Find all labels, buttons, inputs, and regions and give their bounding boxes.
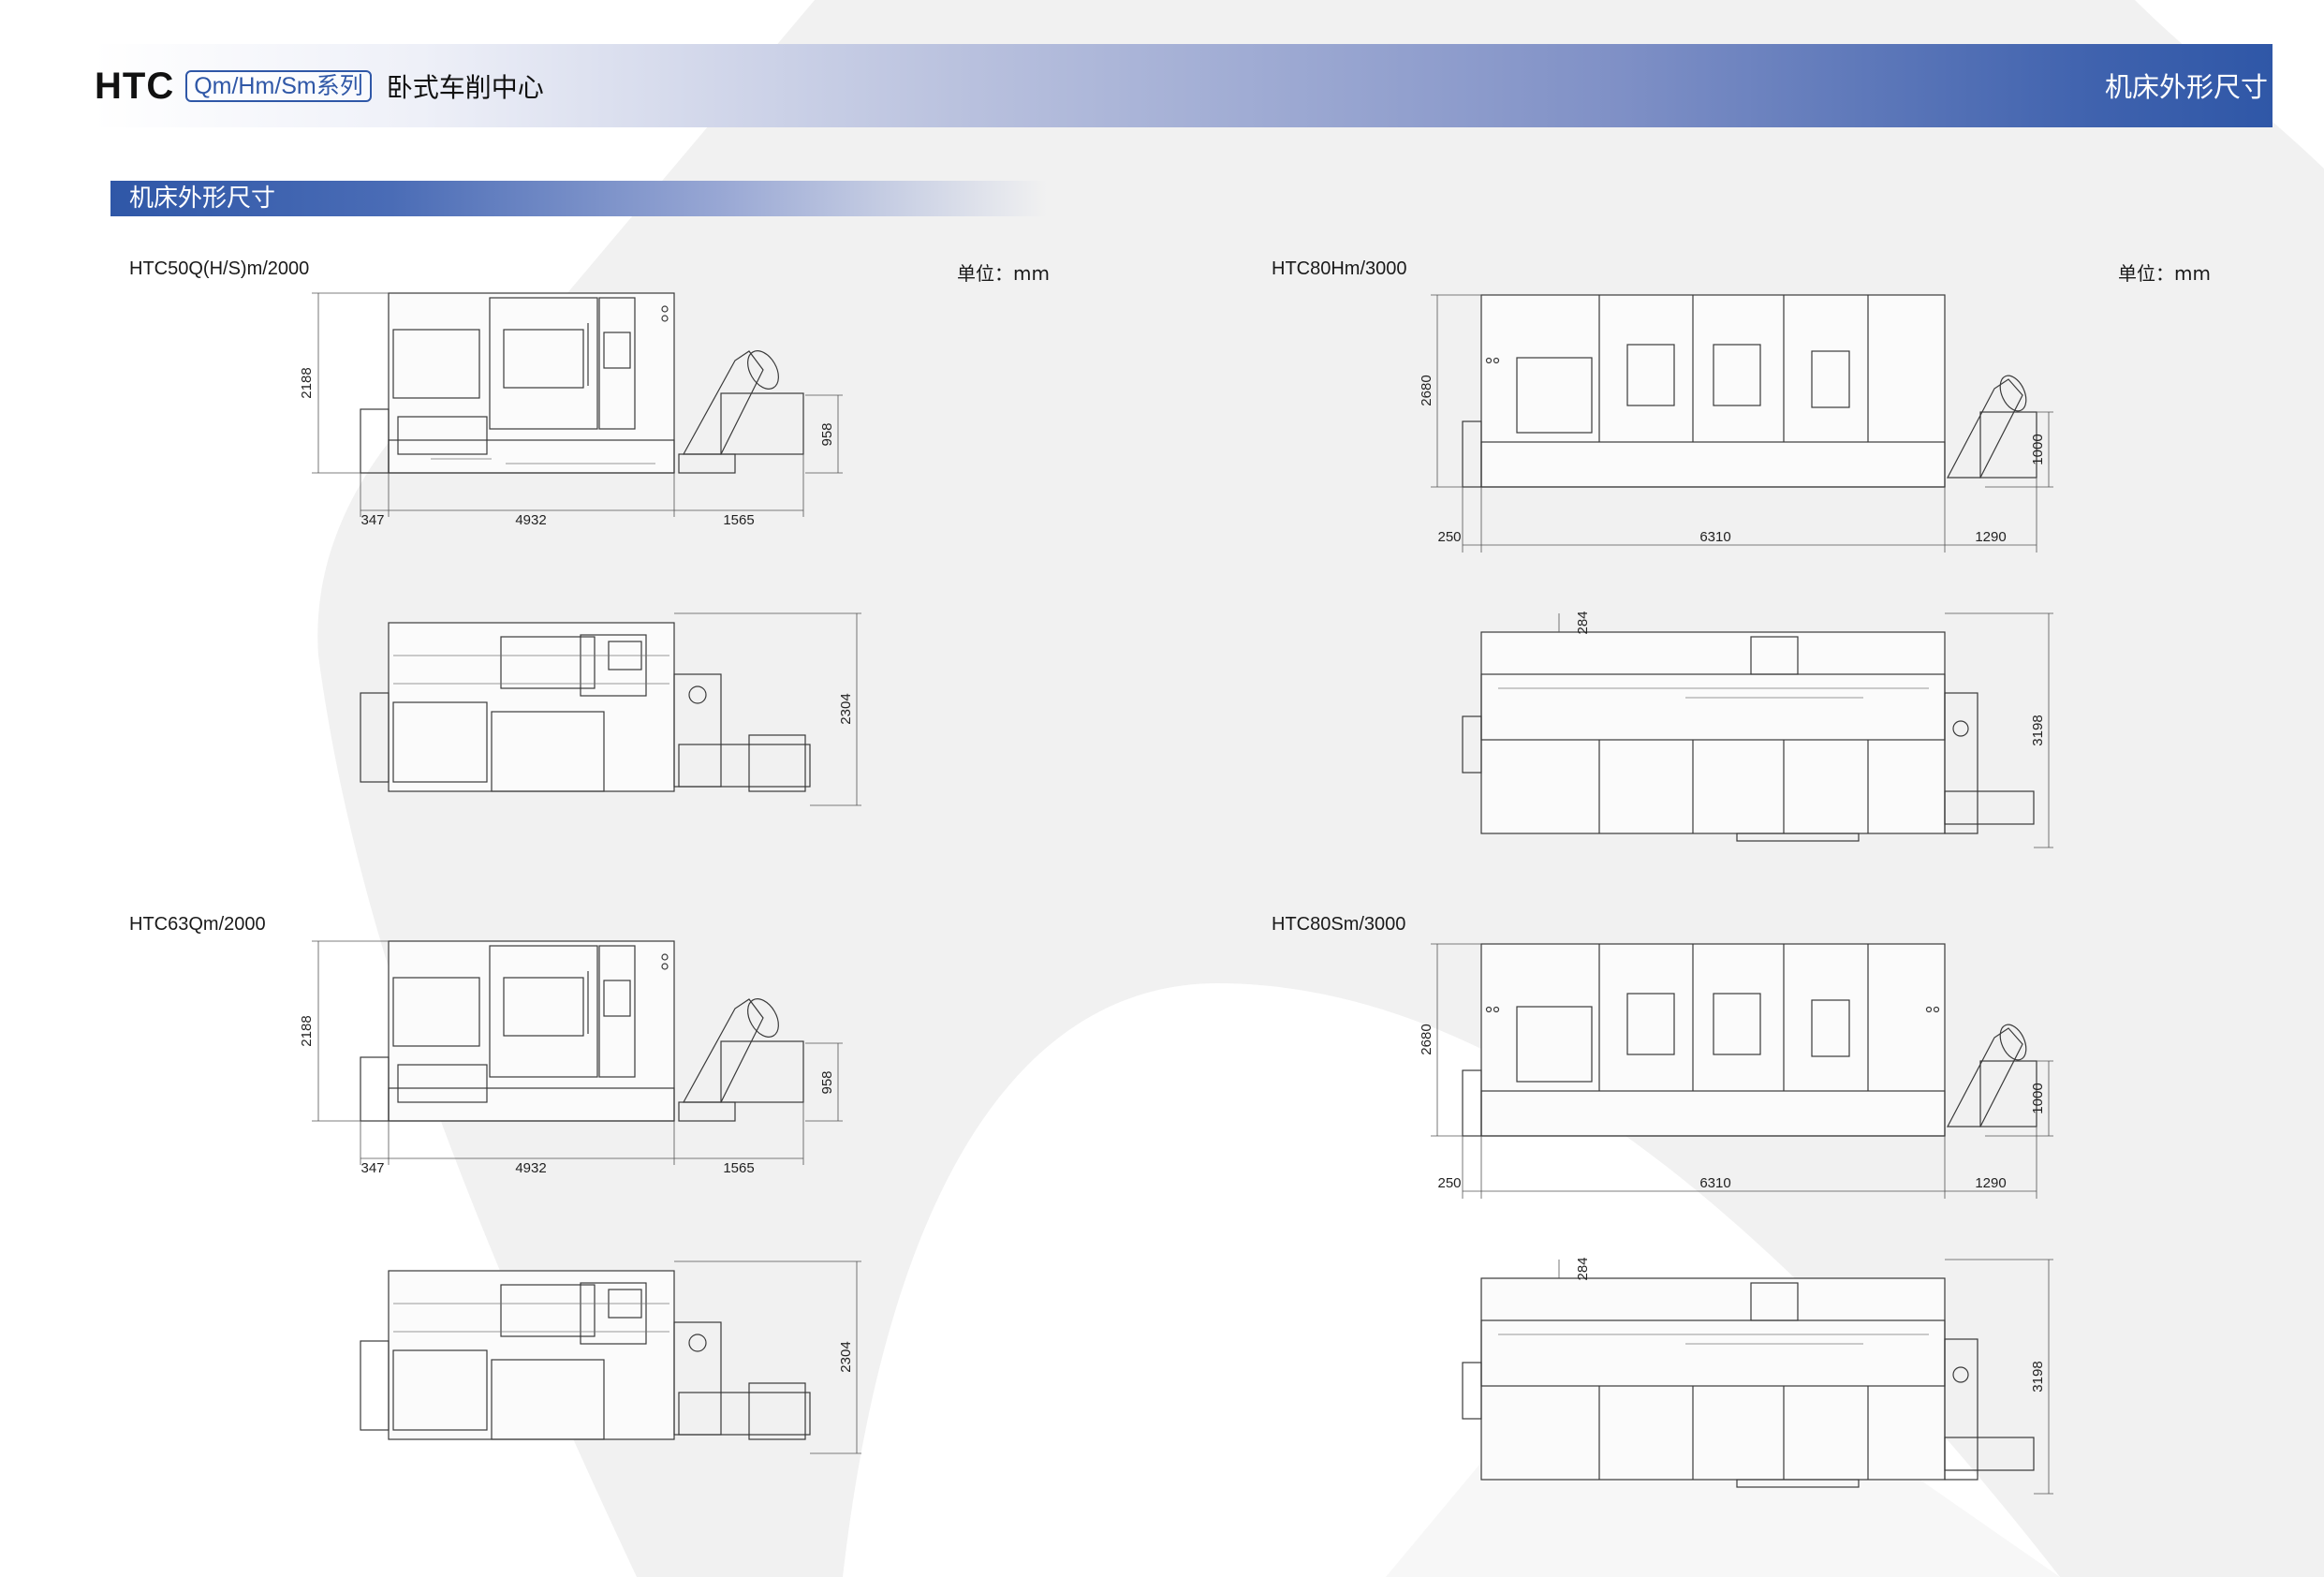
unit-label-right: 单位：mm <box>2118 262 2211 285</box>
model-label-htc50: HTC50Q(H/S)m/2000 <box>129 258 310 279</box>
section-bar <box>110 181 1047 216</box>
section-title: 机床外形尺寸 <box>129 184 276 213</box>
header-band <box>94 44 2273 127</box>
model-label-htc80hm: HTC80Hm/3000 <box>1272 258 1407 279</box>
brand-logo: HTC <box>95 65 175 107</box>
header-right-title: 机床外形尺寸 <box>2104 71 2268 103</box>
series-badge: Qm/Hm/Sm系列 <box>185 70 372 102</box>
header-subtitle: 卧式车削中心 <box>386 72 544 103</box>
brand-block: HTC Qm/Hm/Sm系列 卧式车削中心 <box>95 63 544 110</box>
unit-label-left: 单位：mm <box>957 262 1050 285</box>
model-label-htc63: HTC63Qm/2000 <box>129 914 266 935</box>
model-label-htc80sm: HTC80Sm/3000 <box>1272 914 1406 935</box>
